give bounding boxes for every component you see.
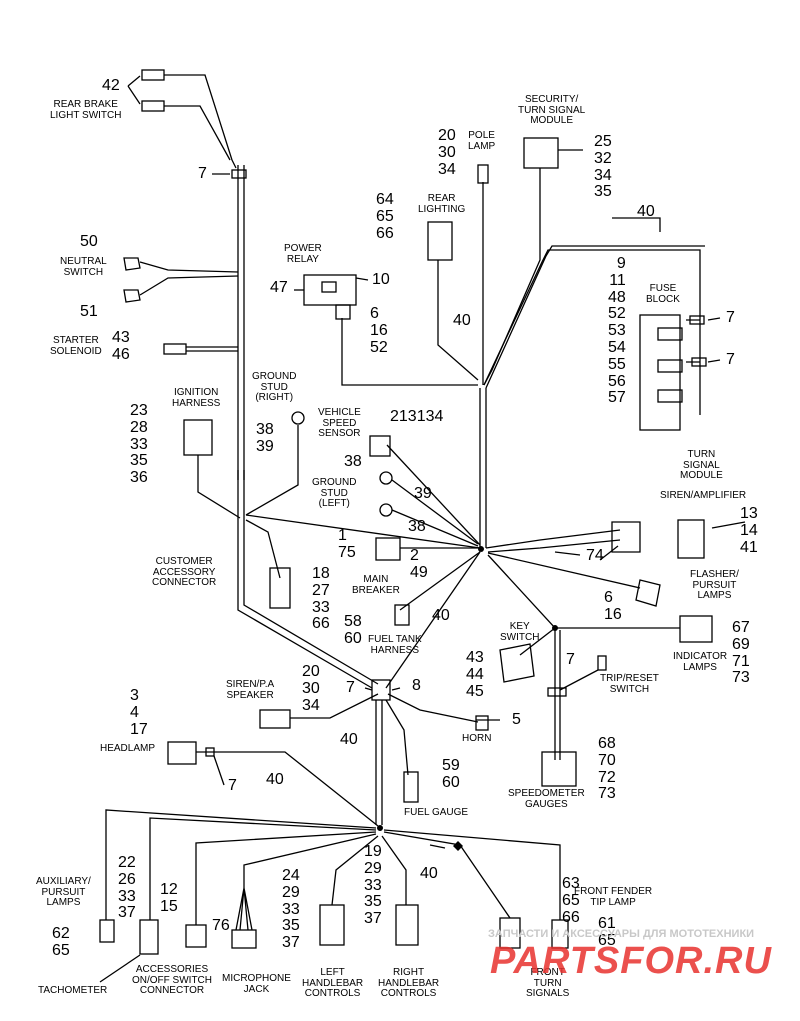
watermark-caption: ЗАПЧАСТИ И АКСЕССУАРЫ ДЛЯ МОТОТЕХНИКИ (488, 928, 755, 940)
callout-neutral-b: 51 (80, 303, 98, 320)
label-horn: HORN (462, 733, 492, 744)
label-microphone-jack: MICROPHONE JACK (222, 973, 291, 995)
callout-rear-brake: 42 (102, 77, 120, 94)
label-front-turn-signals: FRONT TURN SIGNALS (526, 967, 570, 999)
label-fuel-tank-harness: FUEL TANK HARNESS (368, 634, 422, 656)
label-auxiliary-pursuit-lamps: AUXILIARY/ PURSUIT LAMPS (36, 876, 91, 908)
label-fuse-block: FUSE BLOCK (646, 283, 680, 305)
callout-indicator: 67 69 71 73 (732, 619, 750, 687)
callout-trip-reset: 7 (566, 651, 575, 668)
callout-ground-right: 38 39 (256, 421, 274, 455)
label-accessories-switch-connector: ACCESSORIES ON/OFF SWITCH CONNECTOR (132, 964, 212, 996)
label-vehicle-speed-sensor: VEHICLE SPEED SENSOR (318, 407, 361, 439)
label-key-switch: KEY SWITCH (500, 621, 540, 643)
callout-key-switch: 43 44 45 (466, 649, 484, 700)
label-siren-amplifier: SIREN/AMPLIFIER (660, 490, 747, 501)
callout-right-handlebar: 19 29 33 35 37 (364, 843, 382, 928)
callout-starter: 43 46 (112, 329, 130, 363)
callout-tachometer: 22 26 33 37 (118, 854, 136, 922)
callout-flasher: 6 16 (604, 589, 622, 623)
junction-dot (552, 625, 558, 631)
watermark-logo: PARTSFOR.RU (490, 940, 772, 982)
label-ignition-harness: IGNITION HARNESS (172, 387, 221, 409)
callout-neutral-a: 50 (80, 233, 98, 250)
callout-power-relay-below: 6 16 52 (370, 305, 388, 356)
label-front-fender-tip-lamp: FRONT FENDER TIP LAMP (574, 886, 653, 908)
label-tachometer: TACHOMETER (38, 985, 108, 996)
label-siren-pa-speaker: SIREN/P.A SPEAKER (226, 679, 275, 701)
callout-center-8: 8 (412, 677, 421, 694)
label-trip-reset-switch: TRIP/RESET SWITCH (600, 673, 659, 695)
callout-horn: 5 (512, 711, 521, 728)
junction-dot (377, 825, 383, 831)
callout-ground-left-b: 39 (414, 485, 432, 502)
callout-accessories-switch: 12 15 (160, 881, 178, 915)
callout-main-breaker-right: 2 49 (410, 547, 428, 581)
label-starter-solenoid: STARTER SOLENOID (50, 335, 102, 357)
callout-power-relay-left: 47 (270, 279, 288, 296)
label-security-turn-signal-module: SECURITY/ TURN SIGNAL MODULE (518, 94, 586, 126)
callout-front-turn: 61 65 (598, 915, 616, 949)
callout-main-breaker-left: 1 75 (338, 527, 356, 561)
label-pole-lamp: POLE LAMP (468, 130, 496, 152)
callout-left-handlebar: 24 29 33 35 37 (282, 867, 300, 952)
junction-dot (478, 546, 484, 552)
callout-fuse-clip-b: 7 (726, 351, 735, 368)
label-speedometer-gauges: SPEEDOMETER GAUGES (508, 788, 585, 810)
label-ground-stud-left: GROUND STUD (LEFT) (312, 477, 357, 509)
callout-siren-speaker: 20 30 34 (302, 663, 320, 714)
callout-harness-fuel: 40 (432, 607, 450, 624)
callout-siren-amp: 13 14 41 (740, 505, 758, 556)
callout-headlamp: 3 4 17 (130, 687, 148, 738)
label-ground-stud-right: GROUND STUD (RIGHT) (252, 371, 297, 403)
callout-security-module: 25 32 34 35 (594, 133, 612, 201)
callout-center-40: 40 (340, 731, 358, 748)
callout-customer-accessory: 18 27 33 66 (312, 565, 330, 633)
callout-ignition: 23 28 33 35 36 (130, 402, 148, 487)
label-customer-accessory-connector: CUSTOMER ACCESSORY CONNECTOR (152, 556, 217, 588)
label-rear-brake-light-switch: REAR BRAKE LIGHT SWITCH (50, 99, 122, 121)
label-turn-signal-module: TURN SIGNAL MODULE (680, 449, 723, 481)
callout-headlamp-clip: 7 (228, 777, 237, 794)
label-indicator-lamps: INDICATOR LAMPS (673, 651, 728, 673)
label-left-handlebar-controls: LEFT HANDLEBAR CONTROLS (302, 967, 364, 999)
label-main-breaker: MAIN BREAKER (352, 574, 400, 596)
label-fuel-gauge: FUEL GAUGE (404, 807, 469, 818)
callout-speed-sensor: 213134 (390, 408, 444, 425)
callout-fuse-clip-a: 7 (726, 309, 735, 326)
callout-speedometer: 68 70 72 73 (598, 735, 616, 803)
callout-fuel-tank: 58 60 (344, 613, 362, 647)
callout-fuel-gauge: 59 60 (442, 757, 460, 791)
label-neutral-switch: NEUTRAL SWITCH (60, 256, 107, 278)
callout-lower-40: 40 (420, 865, 438, 882)
callout-microphone: 76 (212, 917, 230, 934)
callout-auxiliary: 62 65 (52, 925, 70, 959)
callout-power-relay-right: 10 (372, 271, 390, 288)
label-right-handlebar-controls: RIGHT HANDLEBAR CONTROLS (378, 967, 440, 999)
harness-clip (231, 169, 247, 179)
callout-clip-rear: 7 (198, 165, 207, 182)
label-headlamp: HEADLAMP (100, 743, 156, 754)
label-power-relay: POWER RELAY (284, 243, 322, 265)
callout-fender-tip: 63 65 66 (562, 875, 580, 926)
callout-siren-amp-74: 74 (586, 547, 604, 564)
callout-headlamp-40: 40 (266, 771, 284, 788)
label-flasher-pursuit-lamps: FLASHER/ PURSUIT LAMPS (690, 569, 739, 601)
callout-harness-mid: 40 (453, 312, 471, 329)
callout-fuse-block: 9 11 48 52 53 54 55 56 57 (608, 255, 626, 407)
callout-ground-left-c: 38 (408, 518, 426, 535)
callout-rear-lighting: 64 65 66 (376, 191, 394, 242)
label-rear-lighting: REAR LIGHTING (418, 193, 466, 215)
callout-harness-top: 40 (637, 203, 655, 220)
callout-pole-lamp: 20 30 34 (438, 127, 456, 178)
callout-ground-left-a: 38 (344, 453, 362, 470)
callout-clip-center: 7 (346, 679, 355, 696)
